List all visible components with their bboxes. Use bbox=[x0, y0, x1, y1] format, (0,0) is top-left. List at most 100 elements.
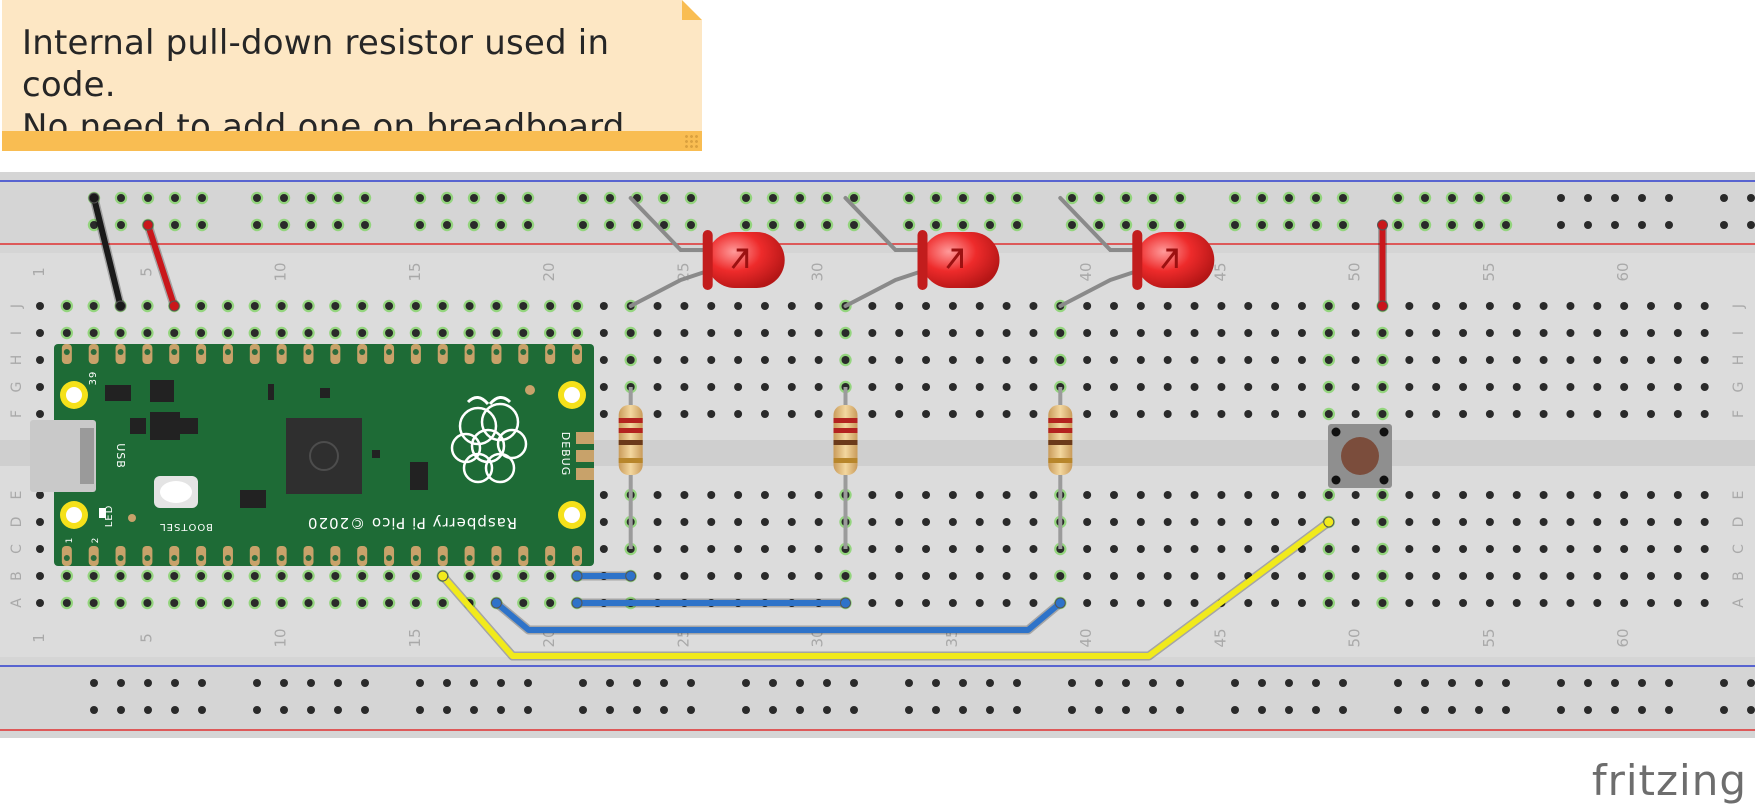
led-leg bbox=[1058, 268, 1143, 308]
breadboard-hole bbox=[1432, 356, 1441, 364]
breadboard-hole bbox=[868, 491, 877, 499]
breadboard-hole bbox=[1557, 194, 1565, 202]
pico-pin-hole bbox=[117, 349, 124, 355]
breadboard-hole bbox=[144, 706, 152, 714]
breadboard-hole bbox=[1700, 518, 1709, 526]
black-ground-wire[interactable] bbox=[91, 195, 124, 309]
wire-end bbox=[840, 597, 851, 609]
circuit-wires bbox=[88, 192, 1388, 661]
breadboard-hole bbox=[707, 545, 716, 553]
breadboard-hole bbox=[1244, 545, 1253, 553]
breadboard-hole bbox=[1378, 572, 1387, 580]
breadboard-hole bbox=[1485, 329, 1494, 337]
breadboard-hole bbox=[304, 599, 313, 607]
breadboard-hole bbox=[653, 518, 662, 526]
breadboard-hole bbox=[1421, 221, 1429, 229]
pushbutton[interactable] bbox=[1328, 424, 1392, 488]
breadboard-hole bbox=[1095, 221, 1103, 229]
breadboard-hole bbox=[1271, 572, 1280, 580]
yellow-wire[interactable] bbox=[439, 519, 1332, 659]
breadboard-hole bbox=[1324, 545, 1333, 553]
pico-pin-hole bbox=[90, 349, 97, 355]
row-letter-label: E bbox=[1731, 491, 1747, 500]
breadboard-hole bbox=[36, 599, 44, 607]
breadboard-hole bbox=[1502, 221, 1510, 229]
raspberry-pi-pico[interactable]: Raspberry Pi Pico ©2020USBBOOTSELLEDDEBU… bbox=[30, 344, 594, 566]
pico-smd-component bbox=[180, 418, 198, 434]
breadboard-hole bbox=[1720, 194, 1728, 202]
breadboard-hole bbox=[1512, 491, 1521, 499]
breadboard-hole bbox=[895, 599, 904, 607]
pico-pin-hole bbox=[171, 349, 178, 355]
breadboard-hole bbox=[1485, 491, 1494, 499]
breadboard-hole bbox=[89, 599, 98, 607]
breadboard-hole bbox=[1297, 329, 1306, 337]
row-letter-label: F bbox=[1731, 410, 1747, 418]
resistor-band bbox=[618, 428, 643, 433]
breadboard-hole bbox=[707, 491, 716, 499]
pico-pin-hole bbox=[386, 349, 393, 355]
debug-pad bbox=[576, 450, 594, 462]
breadboard-hole bbox=[1700, 545, 1709, 553]
breadboard-hole bbox=[975, 329, 984, 337]
red-power-wire[interactable] bbox=[145, 222, 178, 309]
breadboard-hole bbox=[1029, 356, 1038, 364]
breadboard-hole bbox=[787, 410, 796, 418]
pico-smd-component bbox=[372, 450, 380, 458]
pico-pin-hole bbox=[547, 555, 554, 561]
resistor[interactable] bbox=[618, 387, 643, 549]
breadboard-hole bbox=[1029, 599, 1038, 607]
breadboard-hole bbox=[198, 194, 206, 202]
breadboard-hole bbox=[358, 572, 367, 580]
wire-end bbox=[490, 597, 502, 609]
breadboard-hole bbox=[760, 518, 769, 526]
resistor[interactable] bbox=[1048, 387, 1073, 549]
breadboard-hole bbox=[922, 599, 931, 607]
resistor[interactable] bbox=[833, 387, 858, 549]
breadboard-hole bbox=[198, 679, 206, 687]
pushbutton-pin bbox=[1331, 475, 1341, 485]
breadboard-hole bbox=[171, 194, 179, 202]
breadboard-hole bbox=[62, 329, 71, 337]
breadboard-hole bbox=[948, 302, 957, 310]
breadboard-hole bbox=[895, 302, 904, 310]
breadboard-hole bbox=[1700, 491, 1709, 499]
pico-bootsel-label: BOOTSEL bbox=[159, 521, 213, 532]
column-number-label: 50 bbox=[1346, 628, 1364, 647]
breadboard-hole bbox=[1095, 194, 1103, 202]
breadboard-hole bbox=[707, 518, 716, 526]
breadboard-hole bbox=[905, 221, 913, 229]
resize-grip-icon[interactable] bbox=[684, 134, 698, 148]
row-letter-label: B bbox=[1731, 571, 1747, 581]
breadboard-hole bbox=[606, 706, 614, 714]
breadboard-hole bbox=[1271, 356, 1280, 364]
breadboard-hole bbox=[117, 194, 125, 202]
breadboard-hole bbox=[895, 545, 904, 553]
wire-end bbox=[168, 300, 180, 312]
breadboard-hole bbox=[1405, 410, 1414, 418]
pico-pin-hole bbox=[251, 349, 258, 355]
breadboard-hole bbox=[524, 194, 532, 202]
blue-wire-long[interactable] bbox=[493, 600, 1064, 633]
breadboard-hole bbox=[1448, 194, 1456, 202]
breadboard-hole bbox=[1244, 410, 1253, 418]
breadboard-hole bbox=[1083, 302, 1092, 310]
resistor-band bbox=[618, 440, 643, 445]
breadboard-hole bbox=[1176, 679, 1184, 687]
breadboard-hole bbox=[1584, 221, 1592, 229]
breadboard-hole bbox=[1136, 383, 1145, 391]
breadboard-hole bbox=[707, 302, 716, 310]
row-letter-label: F bbox=[9, 410, 25, 418]
breadboard-hole bbox=[932, 679, 940, 687]
red-led[interactable] bbox=[1058, 196, 1215, 308]
red-led[interactable] bbox=[628, 196, 785, 308]
breadboard-hole bbox=[1324, 410, 1333, 418]
sticky-note[interactable]: Internal pull-down resistor used in code… bbox=[2, 0, 702, 151]
breadboard-hole bbox=[1110, 572, 1118, 580]
breadboard-hole bbox=[1539, 383, 1548, 391]
breadboard-hole bbox=[546, 599, 555, 607]
breadboard-hole bbox=[253, 679, 261, 687]
breadboard-hole bbox=[1539, 599, 1548, 607]
red-led[interactable] bbox=[843, 196, 1000, 308]
column-number-label: 45 bbox=[1211, 628, 1229, 647]
